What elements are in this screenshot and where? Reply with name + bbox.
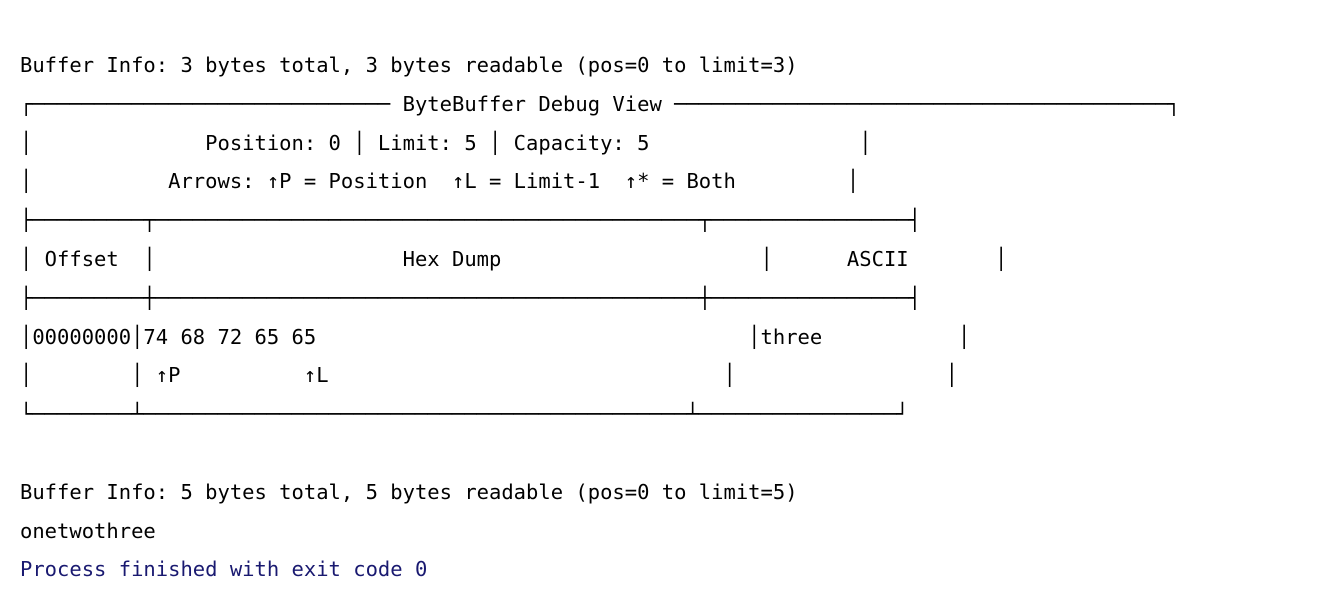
hex-dump-row: │00000000│74 68 72 65 65 │three │ xyxy=(20,324,971,349)
table-header-bottom-rule: ├─────────┼─────────────────────────────… xyxy=(20,285,921,310)
buffer-contents-line: onetwothree xyxy=(20,518,156,543)
table-bottom-rule: └────────┴──────────────────────────────… xyxy=(20,402,909,427)
arrows-legend-line: │ Arrows: ↑P = Position ↑L = Limit-1 ↑* … xyxy=(20,169,860,194)
blank-separator-line xyxy=(20,434,1180,473)
arrow-marker-row: │ │ ↑P ↑L │ │ xyxy=(20,363,958,388)
buffer-info-line-1: Buffer Info: 3 bytes total, 3 bytes read… xyxy=(20,53,798,77)
console-output-panel[interactable]: Buffer Info: 3 bytes total, 3 bytes read… xyxy=(20,46,1180,589)
process-exit-line: Process finished with exit code 0 xyxy=(20,557,428,582)
table-header-top-rule: ├─────────┬─────────────────────────────… xyxy=(20,208,921,233)
buffer-info-line-2: Buffer Info: 5 bytes total, 5 bytes read… xyxy=(20,479,798,504)
table-header-row: │ Offset │ Hex Dump │ ASCII │ xyxy=(20,246,1008,271)
buffer-stats-line: │ Position: 0 │ Limit: 5 │ Capacity: 5 │ xyxy=(20,130,872,155)
debug-view-top-border: ┌───────────────────────────── ByteBuffe… xyxy=(20,91,1181,116)
